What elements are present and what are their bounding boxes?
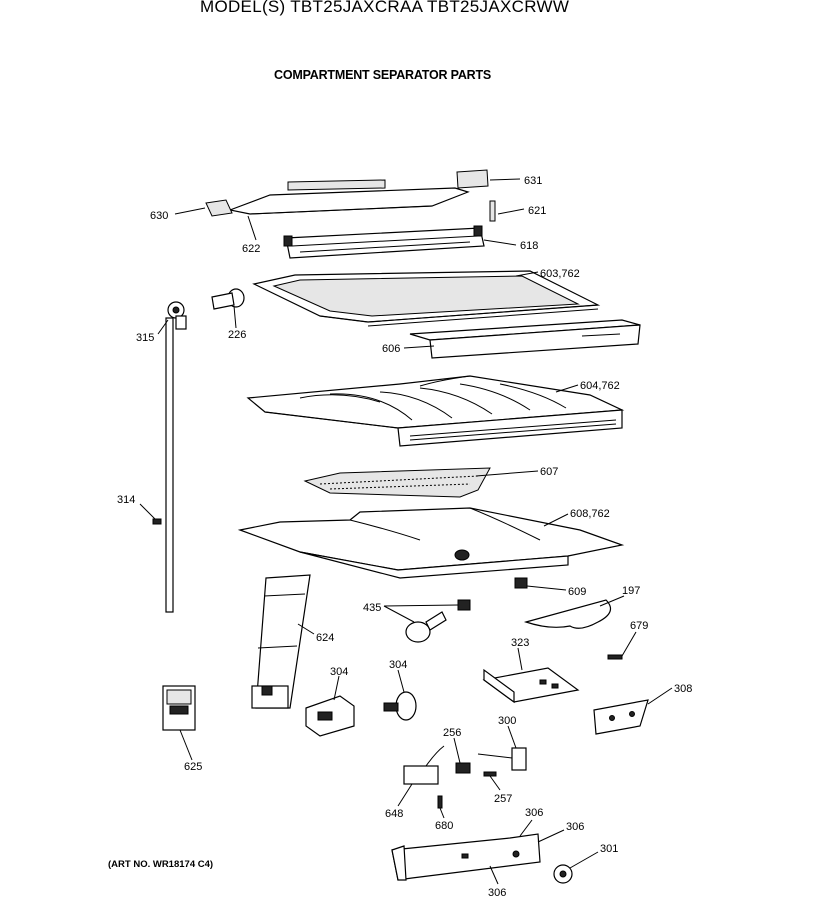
part-256-connector: [455, 762, 471, 774]
part-301-knob: [553, 864, 573, 884]
part-607-mesh-filter: [303, 467, 491, 498]
callout-622: 622: [242, 243, 260, 255]
part-608-pan: [237, 507, 625, 579]
callout-308: 308: [674, 683, 692, 695]
part-603-shelf: [252, 270, 601, 327]
part-631-cap: [456, 169, 489, 189]
part-435-bulb: [405, 599, 471, 643]
part-304-housing: [305, 695, 355, 737]
part-606-cover: [409, 319, 641, 359]
callout-197: 197: [622, 585, 640, 597]
callout-621: 621: [528, 205, 546, 217]
callout-606: 606: [382, 343, 400, 355]
leader-lines: [139, 178, 673, 885]
callout-301: 301: [600, 843, 618, 855]
part-315-rod: [165, 301, 187, 613]
callout-257: 257: [494, 793, 512, 805]
callout-604: 604,762: [580, 380, 620, 392]
part-648-capacitor: [403, 745, 445, 785]
callout-300: 300: [498, 715, 516, 727]
callout-609: 609: [568, 586, 586, 598]
part-618-rail: [283, 225, 485, 259]
part-630-block: [205, 199, 233, 217]
callout-435: 435: [363, 602, 381, 614]
part-604-separator: [246, 375, 625, 447]
section-title: COMPARTMENT SEPARATOR PARTS: [274, 68, 492, 82]
callout-304b: 304: [389, 659, 407, 671]
model-title: MODEL(S) TBT25JAXCRAA TBT25JAXCRWW: [200, 0, 570, 16]
callout-256: 256: [443, 727, 461, 739]
callout-624: 624: [316, 632, 334, 644]
callout-306b: 306: [566, 821, 584, 833]
callout-315: 315: [136, 332, 154, 344]
callout-625: 625: [184, 761, 202, 773]
callout-630: 630: [150, 210, 168, 222]
part-197-spring: [523, 599, 612, 629]
part-624-duct: [251, 574, 311, 709]
part-226-bolt: [211, 288, 245, 310]
callout-679: 679: [630, 620, 648, 632]
part-308-plate: [593, 699, 649, 735]
callouts: 631 630 621 622 618 603,762 315 226 606 …: [117, 175, 692, 899]
part-680-screw: [437, 795, 443, 809]
callout-648: 648: [385, 808, 403, 820]
part-625-housing: [162, 685, 196, 731]
part-306-control-housing: [391, 833, 541, 881]
part-622-trim: [227, 179, 470, 215]
part-300-switch: [477, 747, 527, 771]
part-609-socket: [514, 577, 528, 589]
part-679-screw: [607, 654, 623, 660]
part-314-screw: [152, 518, 162, 525]
part-304-knob: [383, 691, 417, 721]
callout-314: 314: [117, 494, 135, 506]
callout-304a: 304: [330, 666, 348, 678]
callout-631: 631: [524, 175, 542, 187]
part-621-clip: [489, 200, 496, 222]
part-323-bracket: [482, 667, 580, 704]
callout-608: 608,762: [570, 508, 610, 520]
callout-680: 680: [435, 820, 453, 832]
callout-603: 603,762: [540, 268, 580, 280]
art-number-note: (ART NO. WR18174 C4): [108, 859, 214, 870]
callout-306a: 306: [525, 807, 543, 819]
callout-306c: 306: [488, 887, 506, 899]
callout-618: 618: [520, 240, 538, 252]
callout-323: 323: [511, 637, 529, 649]
callout-226: 226: [228, 329, 246, 341]
callout-607: 607: [540, 466, 558, 478]
part-257-screw: [483, 771, 497, 777]
